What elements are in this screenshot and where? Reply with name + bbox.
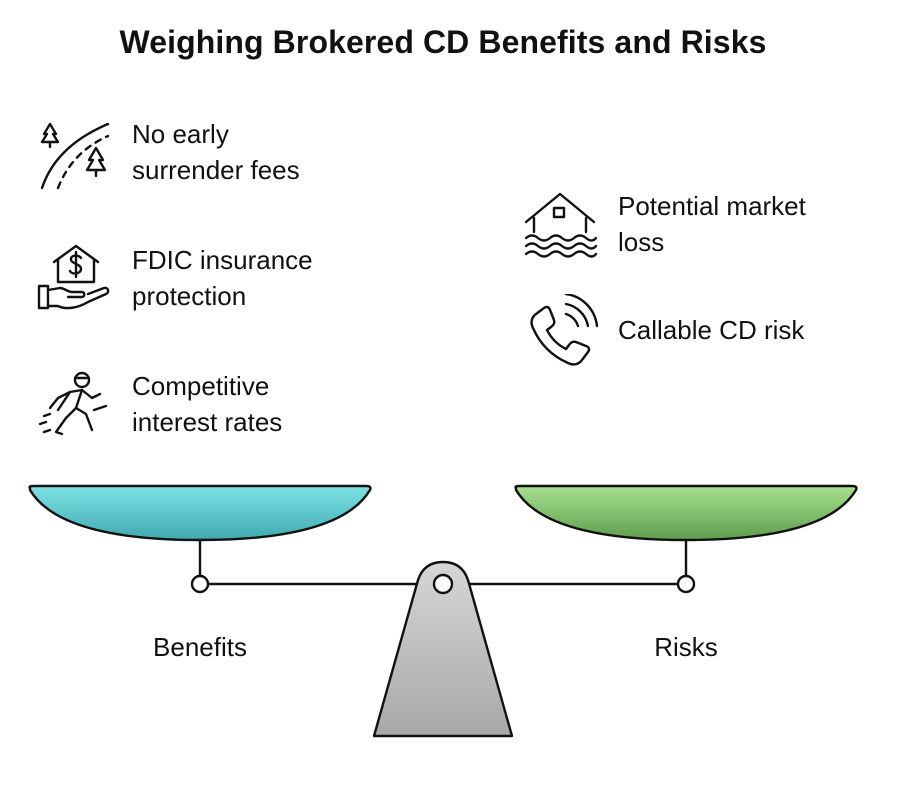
benefit-line1: Competitive: [132, 371, 270, 401]
benefit-line1: No early: [132, 119, 229, 149]
risk-line1: Potential market: [618, 191, 806, 221]
fulcrum-pivot: [432, 573, 454, 595]
benefit-line2: interest rates: [132, 407, 283, 437]
forest-road-icon: [40, 122, 110, 190]
risks-pan: [514, 484, 858, 542]
page-title: Weighing Brokered CD Benefits and Risks: [119, 24, 767, 60]
benefit-line2: protection: [132, 281, 247, 311]
flooded-house-icon: [524, 192, 598, 258]
risks-label: Risks: [654, 632, 718, 662]
benefits-pan: [28, 484, 372, 542]
benefits-pivot: [190, 574, 210, 594]
runner-icon: [38, 371, 108, 436]
house-in-hand-icon: [37, 244, 110, 310]
benefits-label: Benefits: [153, 632, 247, 662]
benefit-line1: FDIC insurance: [132, 245, 313, 275]
fulcrum: [372, 560, 514, 738]
risk-line2: loss: [618, 227, 665, 257]
risks-pivot: [676, 574, 696, 594]
ringing-phone-icon: [530, 294, 599, 366]
benefit-line2: surrender fees: [132, 155, 300, 185]
risk-line1: Callable CD risk: [618, 315, 805, 345]
